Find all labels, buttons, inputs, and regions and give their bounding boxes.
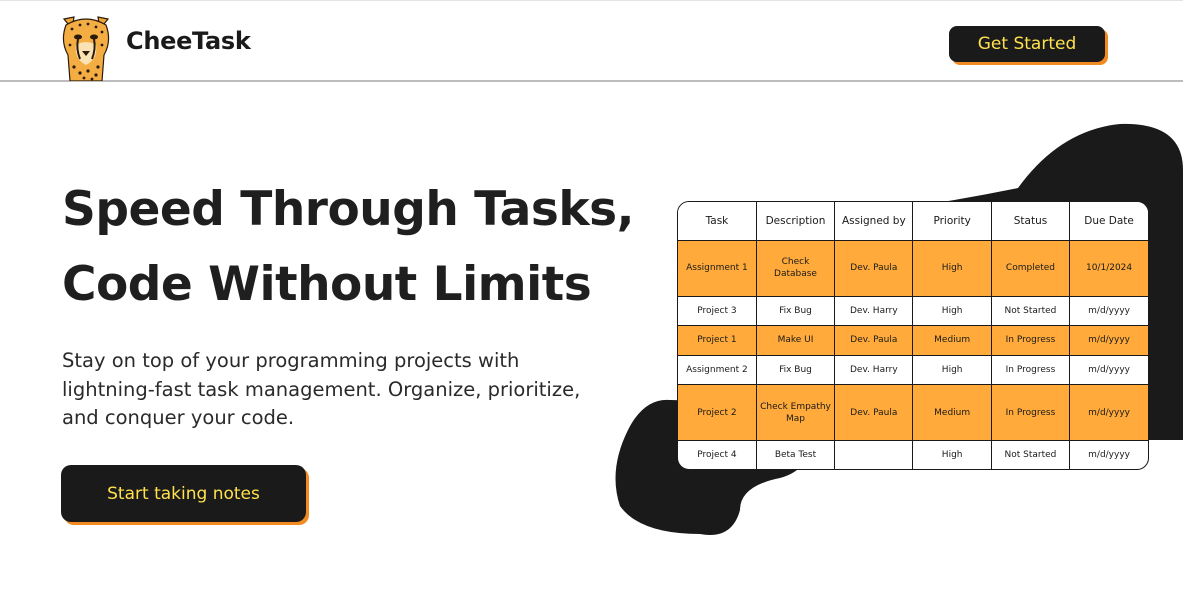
hero-subtitle: Stay on top of your programming projects…: [62, 349, 581, 429]
cell-task: Project 3: [678, 295, 757, 327]
cell-task: Assignment 2: [678, 354, 757, 385]
cell-assigned-by: Dev. Paula: [834, 239, 914, 297]
task-table: Task Description Assigned by Priority St…: [677, 201, 1149, 470]
cell-due-date: m/d/yyyy: [1069, 325, 1148, 356]
cell-assigned-by: Dev. Paula: [834, 383, 914, 442]
table-row[interactable]: Project 3 Fix Bug Dev. Harry High Not St…: [678, 295, 1148, 327]
cell-description: Fix Bug: [755, 354, 836, 385]
cell-task: Project 1: [678, 325, 757, 356]
cell-assigned-by: [834, 440, 914, 469]
table-row[interactable]: Project 2 Check Empathy Map Dev. Paula M…: [678, 383, 1148, 442]
start-taking-notes-button[interactable]: Start taking notes: [61, 465, 306, 522]
cell-due-date: m/d/yyyy: [1069, 383, 1148, 442]
cell-task: Assignment 1: [678, 239, 757, 297]
cell-task: Project 2: [678, 383, 757, 442]
cell-status: Completed: [990, 239, 1071, 297]
cell-due-date: m/d/yyyy: [1069, 295, 1148, 327]
cell-description: Make UI: [755, 325, 836, 356]
cell-priority: High: [912, 295, 992, 327]
column-header-due-date[interactable]: Due Date: [1069, 202, 1148, 241]
table-row[interactable]: Assignment 2 Fix Bug Dev. Harry High In …: [678, 354, 1148, 385]
cell-due-date: m/d/yyyy: [1069, 440, 1148, 469]
cell-description: Check Empathy Map: [755, 383, 836, 442]
cell-description: Beta Test: [755, 440, 836, 469]
column-header-assigned-by[interactable]: Assigned by: [834, 202, 914, 241]
cell-assigned-by: Dev. Harry: [834, 295, 914, 327]
hero-title: Speed Through Tasks, Code Without Limits: [62, 172, 662, 322]
column-header-priority[interactable]: Priority: [912, 202, 992, 241]
table-header-row: Task Description Assigned by Priority St…: [678, 202, 1148, 241]
get-started-button[interactable]: Get Started: [949, 26, 1105, 62]
cell-assigned-by: Dev. Harry: [834, 354, 914, 385]
cell-task: Project 4: [678, 440, 757, 469]
hero-title-line-1: Speed Through Tasks,: [62, 182, 634, 237]
column-header-description[interactable]: Description: [755, 202, 836, 241]
hero-title-line-2: Code Without Limits: [62, 257, 592, 312]
cell-priority: High: [912, 440, 992, 469]
cell-status: In Progress: [990, 383, 1071, 442]
cell-status: In Progress: [990, 325, 1071, 356]
cell-description: Fix Bug: [755, 295, 836, 327]
brand-name[interactable]: CheeTask: [126, 27, 251, 55]
cell-status: In Progress: [990, 354, 1071, 385]
cell-priority: High: [912, 354, 992, 385]
cell-priority: Medium: [912, 325, 992, 356]
cell-due-date: m/d/yyyy: [1069, 354, 1148, 385]
cell-due-date: 10/1/2024: [1069, 239, 1148, 297]
cell-status: Not Started: [990, 295, 1071, 327]
column-header-status[interactable]: Status: [990, 202, 1071, 241]
cell-status: Not Started: [990, 440, 1071, 469]
cell-priority: High: [912, 239, 992, 297]
cheetah-logo-icon[interactable]: [58, 15, 114, 82]
site-header: CheeTask Get Started: [0, 0, 1183, 82]
table-row[interactable]: Project 4 Beta Test High Not Started m/d…: [678, 440, 1148, 469]
cell-priority: Medium: [912, 383, 992, 442]
cell-description: Check Database: [755, 239, 836, 297]
column-header-task[interactable]: Task: [678, 202, 757, 241]
table-row[interactable]: Assignment 1 Check Database Dev. Paula H…: [678, 239, 1148, 297]
table-row[interactable]: Project 1 Make UI Dev. Paula Medium In P…: [678, 325, 1148, 356]
cell-assigned-by: Dev. Paula: [834, 325, 914, 356]
